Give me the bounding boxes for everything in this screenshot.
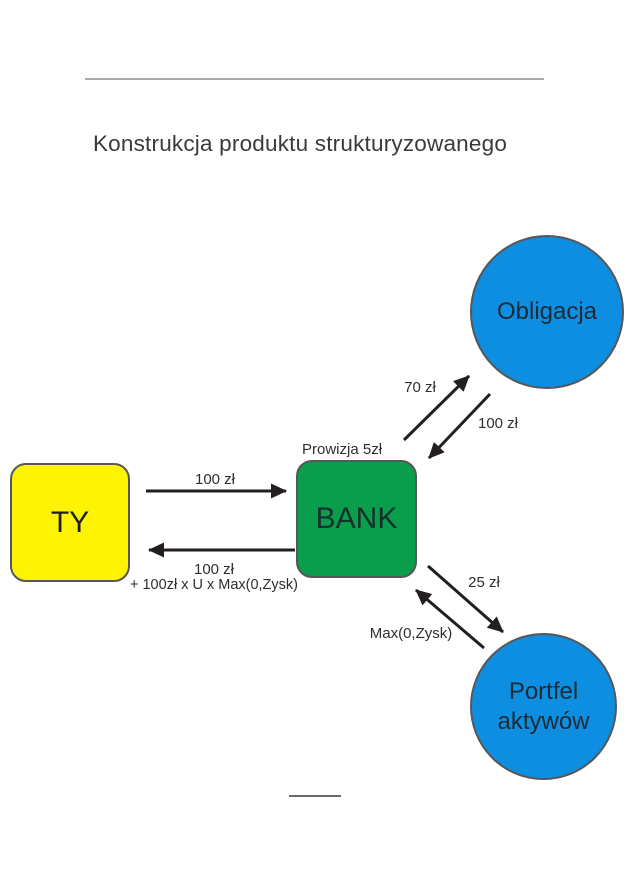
flow-label-bank-to-ty-formula: + 100zł x U x Max(0,Zysk)	[130, 577, 298, 593]
flow-label-bank-to-obligacja: 70 zł	[404, 379, 436, 396]
node-bank: BANK	[296, 460, 417, 578]
top-divider-line	[85, 78, 544, 80]
flow-label-portfel-to-bank: Max(0,Zysk)	[369, 625, 453, 642]
flow-label-obligacja-to-bank: 100 zł	[477, 415, 519, 432]
bank-commission-label: Prowizja 5zł	[302, 441, 383, 458]
flow-label-bank-to-portfel: 25 zł	[468, 574, 500, 591]
node-ty: TY	[10, 463, 130, 582]
node-portfel: Portfel aktywów	[470, 633, 617, 780]
bottom-divider-line	[289, 795, 341, 797]
page-title: Konstrukcja produktu strukturyzowanego	[92, 131, 508, 156]
node-ty-label: TY	[50, 505, 90, 539]
flow-label-ty-to-bank: 100 zł	[194, 471, 236, 488]
node-obligacja: Obligacja	[470, 235, 624, 389]
flow-label-bank-to-ty: 100 zł	[193, 561, 235, 578]
node-bank-label: BANK	[315, 502, 398, 535]
node-obligacja-label: Obligacja	[496, 298, 598, 325]
node-portfel-label: Portfel aktywów	[497, 677, 590, 735]
